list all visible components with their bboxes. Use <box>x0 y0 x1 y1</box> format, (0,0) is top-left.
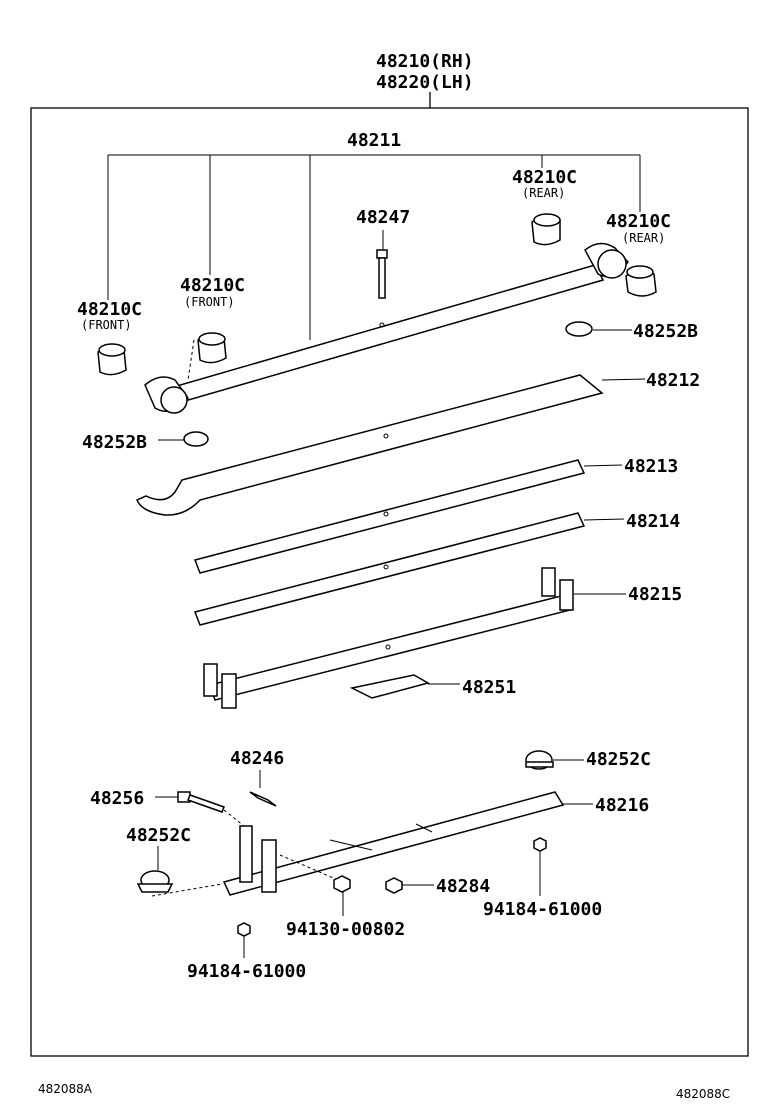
liner-48251 <box>349 674 460 699</box>
label-48212: 48212 <box>646 370 700 391</box>
clip-48252b-left <box>158 431 209 447</box>
leaf-48215 <box>203 567 626 709</box>
note-front-left: (FRONT) <box>81 318 132 332</box>
note-rear-top: (REAR) <box>522 186 565 200</box>
note-front-mid: (FRONT) <box>184 295 235 309</box>
label-48256: 48256 <box>90 788 144 809</box>
leaf-48214 <box>193 512 625 626</box>
label-48247: 48247 <box>356 207 410 228</box>
label-48210c-rear-right: 48210C <box>606 211 671 232</box>
leaf-48212 <box>136 374 646 516</box>
bolt-94184-right <box>533 837 547 896</box>
footer-left-code: 482088A <box>38 1082 93 1096</box>
label-48215: 48215 <box>628 584 682 605</box>
bushing-front-left <box>97 343 127 376</box>
label-48210c-front-left: 48210C <box>77 299 142 320</box>
bolt-48256 <box>155 791 245 827</box>
pin-48246 <box>249 770 277 807</box>
label-94130-00802: 94130-00802 <box>286 919 405 940</box>
label-48216: 48216 <box>595 795 649 816</box>
diagram-frame <box>30 107 749 1057</box>
label-48211: 48211 <box>347 130 401 151</box>
label-48252c-right: 48252C <box>586 749 651 770</box>
bracket-48211 <box>107 154 641 340</box>
nut-94130-00802 <box>333 875 351 916</box>
label-48252c-left: 48252C <box>126 825 191 846</box>
label-48284: 48284 <box>436 876 490 897</box>
bushing-rear-top <box>531 213 561 246</box>
label-48246: 48246 <box>230 748 284 769</box>
note-rear-right: (REAR) <box>622 231 665 245</box>
center-bolt-48247 <box>376 230 388 299</box>
bushing-rear-right <box>625 265 657 297</box>
label-94184-right: 94184-61000 <box>483 899 602 920</box>
footer-right-code: 482088C <box>676 1087 730 1101</box>
bolt-94184-bottom <box>237 922 251 958</box>
leaf-48216 <box>222 791 593 896</box>
clip-48252b-right <box>565 321 632 337</box>
clip-48252c-left <box>136 846 223 897</box>
nut-48284 <box>385 877 434 894</box>
bushing-front-mid <box>187 332 227 381</box>
label-48252b-right: 48252B <box>633 321 698 342</box>
label-48210c-rear-top: 48210C <box>512 167 577 188</box>
label-48214: 48214 <box>626 511 680 532</box>
label-48210c-front-mid: 48210C <box>180 275 245 296</box>
clip-48252c-right <box>525 750 584 770</box>
leaf-48211 <box>144 242 629 414</box>
assembly-lh-label: 48220(LH) <box>376 72 474 93</box>
label-48213: 48213 <box>624 456 678 477</box>
label-94184-bottom: 94184-61000 <box>187 961 306 982</box>
label-48252b-left: 48252B <box>82 432 147 453</box>
label-48251: 48251 <box>462 677 516 698</box>
assembly-rh-label: 48210(RH) <box>376 51 474 72</box>
leaf-48213 <box>193 459 623 574</box>
